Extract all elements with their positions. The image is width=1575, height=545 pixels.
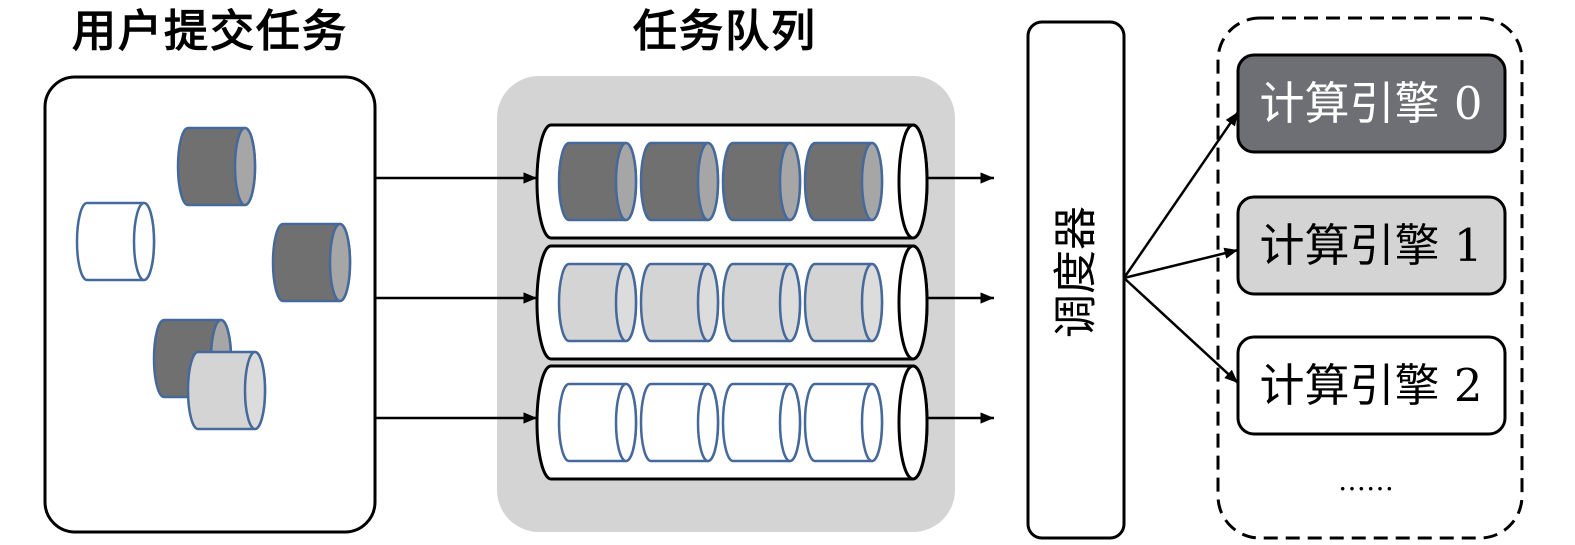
- queue-1-task-0-end-cap: [614, 262, 638, 343]
- submitted-task-1-end-cap: [132, 201, 156, 282]
- queue-2-task-2-end-cap: [778, 382, 802, 463]
- queue-1-task-3-end-cap: [860, 262, 884, 343]
- queue-2-task-3: [803, 382, 884, 463]
- compute-engine-2-label: 计算引擎 2: [1260, 359, 1483, 412]
- queue-0-task-0-end-cap: [614, 141, 638, 222]
- queue-2-task-1: [639, 382, 720, 463]
- compute-engine-0-box: [1236, 53, 1507, 154]
- user-tasks-container: [43, 75, 377, 534]
- submitted-task-0: [176, 126, 257, 207]
- task-queue-0: [535, 123, 929, 240]
- submitted-task-0-end-cap: [233, 126, 257, 207]
- queue-0-task-2: [721, 141, 802, 222]
- scheduler-box: [1026, 20, 1126, 540]
- queue-0-task-0: [557, 141, 638, 222]
- queue-tube-1-end-cap: [897, 244, 929, 361]
- queue-0-task-2-end-cap: [778, 141, 802, 222]
- scheduler: 调度器: [1026, 20, 1126, 540]
- queue-1-task-1-end-cap: [696, 262, 720, 343]
- task-queue-1: [535, 244, 929, 361]
- queue-1-task-2: [721, 262, 802, 343]
- submitted-task-1: [75, 201, 156, 282]
- queue-2-task-0-end-cap: [614, 382, 638, 463]
- queue-2-task-0: [557, 382, 638, 463]
- more-engines-ellipsis: ……: [1338, 464, 1394, 497]
- submitted-tasks: [75, 126, 352, 431]
- queue-0-task-1-end-cap: [696, 141, 720, 222]
- submitted-task-4-end-cap: [243, 350, 267, 431]
- queue-1-task-0: [557, 262, 638, 343]
- queue-0-task-3-end-cap: [860, 141, 884, 222]
- scheduler-label: 调度器: [1051, 206, 1102, 338]
- task-queue-2: [535, 364, 929, 481]
- task-queues: [535, 123, 929, 481]
- arrow-to-engine-0: [1122, 111, 1240, 279]
- queue-tube-0-end-cap: [897, 123, 929, 240]
- queue-1-task-3: [803, 262, 884, 343]
- submitted-task-2: [271, 222, 352, 303]
- compute-engine-2-box: [1236, 335, 1507, 436]
- compute-engine-0: 计算引擎 0: [1236, 53, 1507, 154]
- queue-2-task-2: [721, 382, 802, 463]
- arrow-to-engine-2: [1123, 277, 1239, 384]
- queue-tube-2-end-cap: [897, 364, 929, 481]
- queue-0-task-1: [639, 141, 720, 222]
- queue-0-task-3: [803, 141, 884, 222]
- submitted-task-4: [186, 350, 267, 431]
- compute-engine-2: 计算引擎 2: [1236, 335, 1507, 436]
- submitted-task-2-end-cap: [328, 222, 352, 303]
- queue-2-task-3-end-cap: [860, 382, 884, 463]
- compute-engine-0-label: 计算引擎 0: [1260, 77, 1483, 130]
- arrow-to-engine-1: [1123, 247, 1239, 280]
- compute-engine-1: 计算引擎 1: [1236, 195, 1507, 296]
- compute-engine-1-box: [1236, 195, 1507, 296]
- task-queue-title: 任务队列: [633, 6, 817, 57]
- queue-1-task-1: [639, 262, 720, 343]
- queue-1-task-2-end-cap: [778, 262, 802, 343]
- queue-2-task-1-end-cap: [696, 382, 720, 463]
- compute-engine-1-label: 计算引擎 1: [1260, 219, 1483, 272]
- user-tasks-title: 用户提交任务: [72, 6, 348, 57]
- engine-pool-dashed-border: [1216, 16, 1524, 540]
